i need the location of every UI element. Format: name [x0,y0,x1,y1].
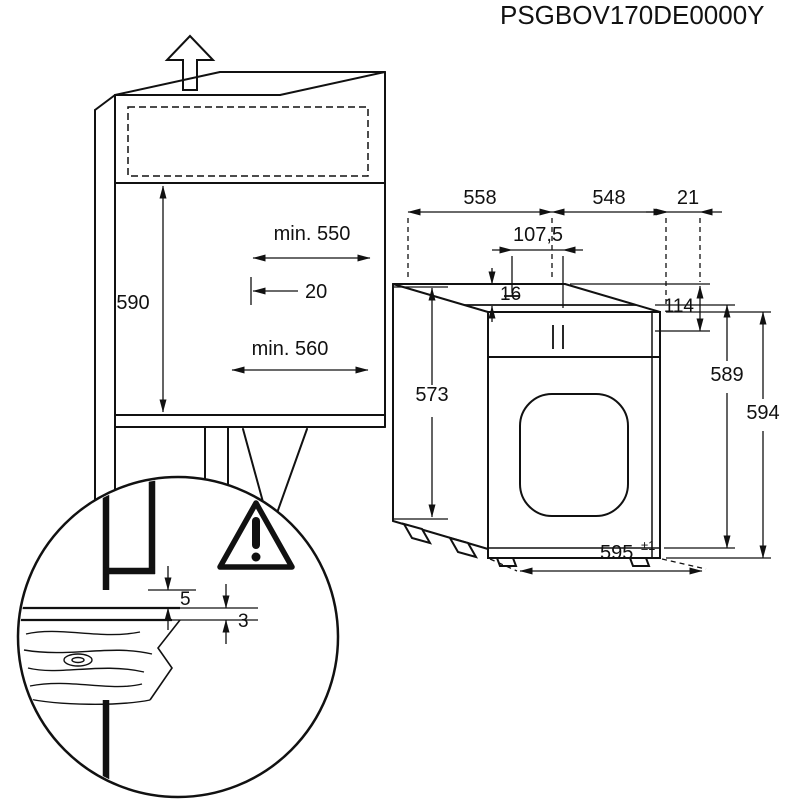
oven-outline [392,283,661,567]
oven-front-overhang-label: 21 [677,187,699,209]
vent-offset-label: 107,5 [513,224,563,246]
rear-gap-label: 20 [305,281,327,303]
width-tolerance-label: ±1 [641,538,655,553]
dim-height-total: 594 [666,311,780,559]
niche-height-label: 590 [116,292,149,314]
dim-niche-min-width: min. 560 [231,338,369,374]
upper-compartment-dashed [127,106,369,177]
detail-circle [16,475,340,799]
panel-height-label: 114 [664,296,695,317]
dim-vent-offset: 107,5 [492,224,583,308]
detail-top-gap-label: 5 [180,589,191,610]
oven-foot [628,557,651,567]
dim-detail-bottom-gap: 3 [222,584,249,644]
dim-rear-gap: 20 [250,277,327,305]
wood-grain [23,619,181,705]
oven-door-window [519,393,629,517]
oven-foot [447,536,479,559]
body-height-label: 573 [415,384,448,406]
up-arrow-icon [164,34,216,91]
shelf-section [20,589,258,622]
dim-detail-top-gap: 5 [164,566,191,630]
oven-width-top-label: 548 [592,187,625,209]
dim-width: 595 ±1 [489,538,707,575]
dim-top-row: 558 548 21 [407,187,722,306]
height-rear-label: 589 [710,364,743,386]
product-code: PSGBOV170DE0000Y [500,0,765,30]
oven-diagram: 558 548 21 107,5 16 114 [392,187,780,575]
width-label: 595 [600,542,633,564]
dim-niche-min-depth: min. 550 [252,223,371,262]
oven-depth-top-label: 558 [463,187,496,209]
oven-foot [495,557,518,567]
detail-callout-wedge [242,428,308,514]
warning-triangle-icon [217,500,295,570]
niche-min-depth-label: min. 550 [274,223,351,245]
height-total-label: 594 [746,402,779,424]
top-inset-label: 16 [500,284,521,305]
dim-body-height: 573 [394,286,449,520]
oven-front-face [487,311,661,559]
detail-callout: 5 3 [16,475,340,799]
detail-bottom-gap-label: 3 [238,611,249,632]
dim-top-inset: 16 [488,268,521,322]
dim-height-rear: 589 [655,304,744,549]
niche-min-width-label: min. 560 [252,338,329,360]
dim-niche-height: 590 [116,185,167,413]
oven-foot [401,522,433,545]
